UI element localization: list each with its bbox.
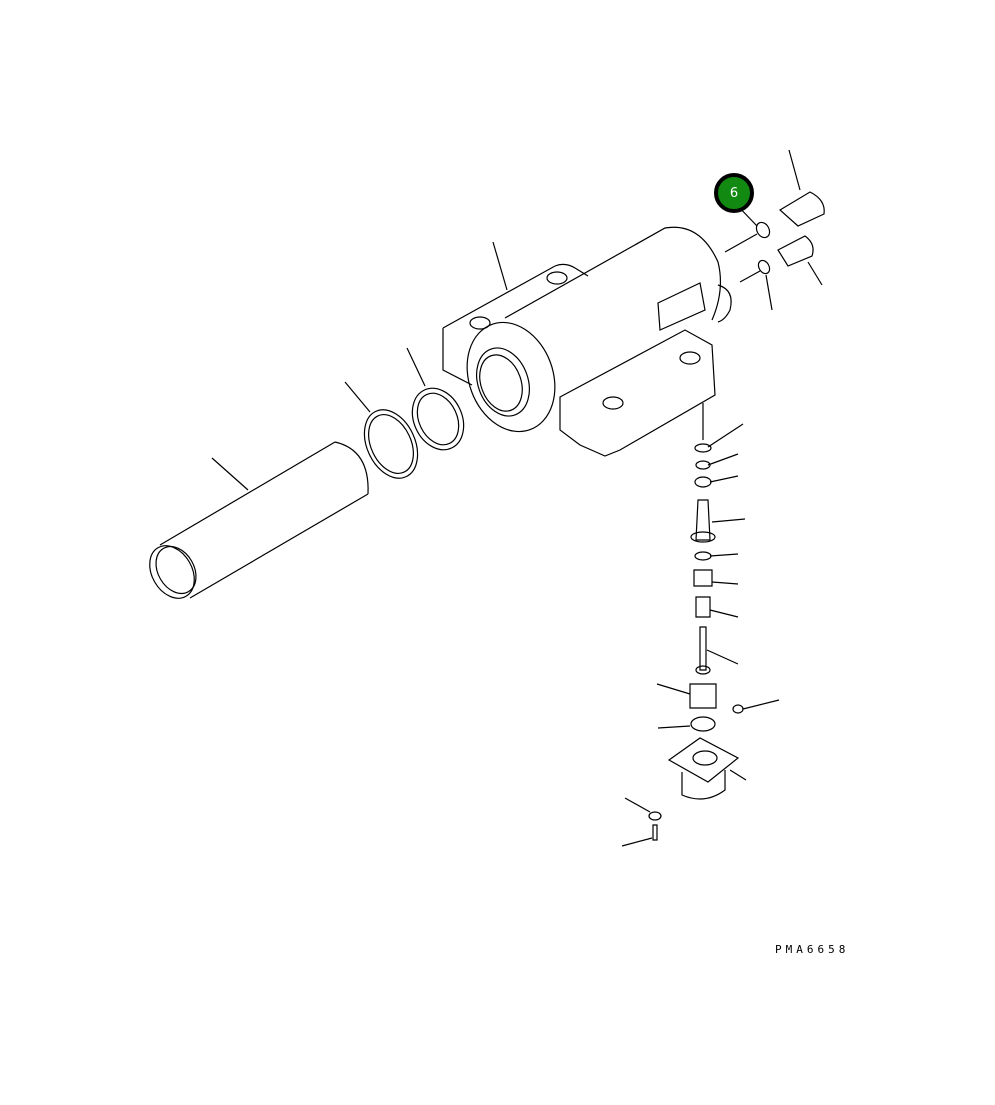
fittings xyxy=(724,149,825,311)
valve-housing xyxy=(442,226,732,457)
callout-badge-6[interactable]: 6 xyxy=(714,173,754,213)
valve-stack xyxy=(656,403,746,732)
seal-ring-1 xyxy=(344,381,419,479)
solenoid-base xyxy=(621,699,780,847)
callout-number: 6 xyxy=(729,185,739,201)
pin-part xyxy=(149,441,369,599)
seal-ring-2 xyxy=(406,347,465,451)
drawing-code: PMA6658 xyxy=(775,943,850,956)
